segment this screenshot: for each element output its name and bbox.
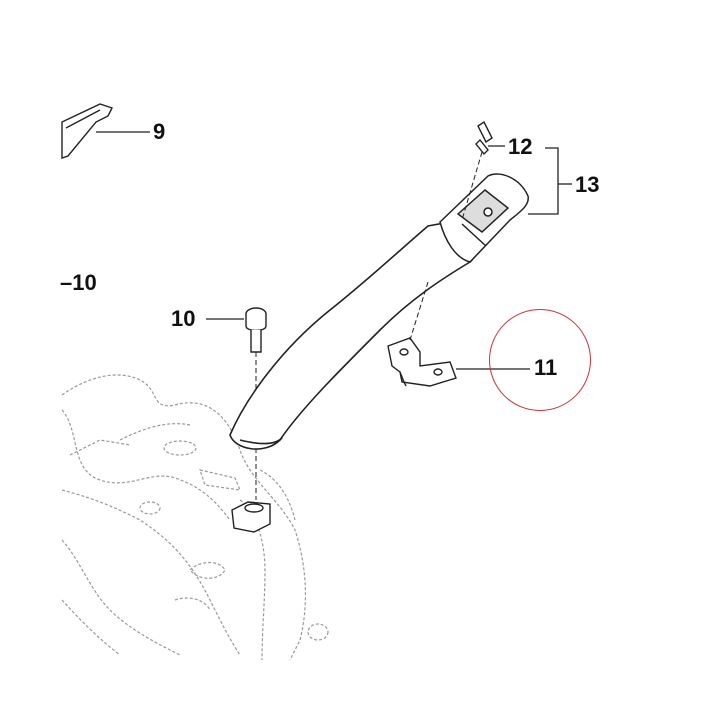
callout-10-bolt: 10 <box>171 306 196 331</box>
pin-axis-line <box>461 151 483 221</box>
group-bracket-13 <box>528 147 559 215</box>
part-9-bracket <box>61 103 113 159</box>
grip-13 <box>439 173 529 263</box>
callout-10-left: –10 <box>60 270 97 295</box>
housing-body <box>61 374 329 661</box>
clip-axis-line <box>409 281 429 341</box>
bolt-10 <box>245 307 267 353</box>
pin-12 <box>475 120 493 156</box>
callout-9: 9 <box>153 119 166 144</box>
mounting-boss <box>231 501 271 533</box>
part-11-clip <box>387 337 457 387</box>
callout-13: 13 <box>575 172 600 197</box>
highlight-circle-11 <box>489 309 591 411</box>
callout-12: 12 <box>508 134 533 159</box>
handle-bar <box>229 221 475 450</box>
